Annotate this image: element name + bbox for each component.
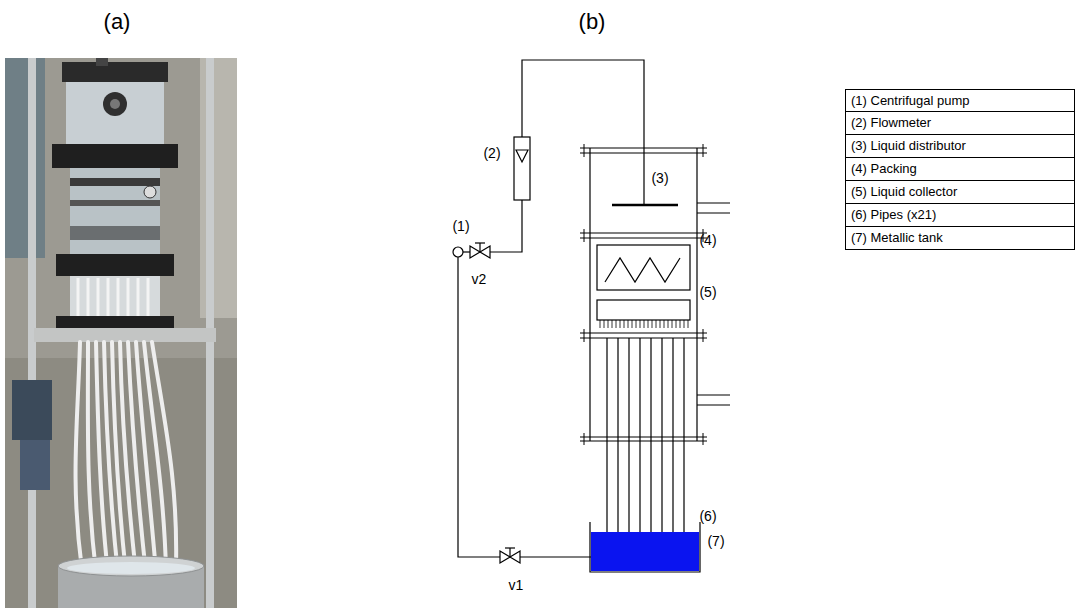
callout-number: (2) bbox=[483, 145, 500, 161]
legend-table-cell: (6) Pipes (x21) bbox=[845, 204, 1075, 227]
panel-label: (b) bbox=[579, 9, 606, 34]
callout-number: (5) bbox=[699, 284, 716, 300]
legend-table-cell: (4) Packing bbox=[845, 158, 1075, 181]
callout-number: (3) bbox=[651, 170, 668, 186]
legend-table-cell: (5) Liquid collector bbox=[845, 181, 1075, 204]
callout-number: (7) bbox=[707, 533, 724, 549]
valve-label: v1 bbox=[509, 577, 524, 593]
legend-table-cell: (1) Centrifugal pump bbox=[845, 89, 1075, 112]
photo bbox=[5, 58, 237, 608]
legend-table-cell: (3) Liquid distributor bbox=[845, 135, 1075, 158]
callout-number: (6) bbox=[699, 508, 716, 524]
callout-number: (4) bbox=[699, 232, 716, 248]
valve-label: v2 bbox=[472, 271, 487, 287]
legend-table-cell: (2) Flowmeter bbox=[845, 112, 1075, 135]
schematic bbox=[453, 60, 730, 572]
legend-table-cell: (7) Metallic tank bbox=[845, 227, 1075, 250]
callout-number: (1) bbox=[452, 218, 469, 234]
panel-label: (a) bbox=[104, 9, 131, 34]
